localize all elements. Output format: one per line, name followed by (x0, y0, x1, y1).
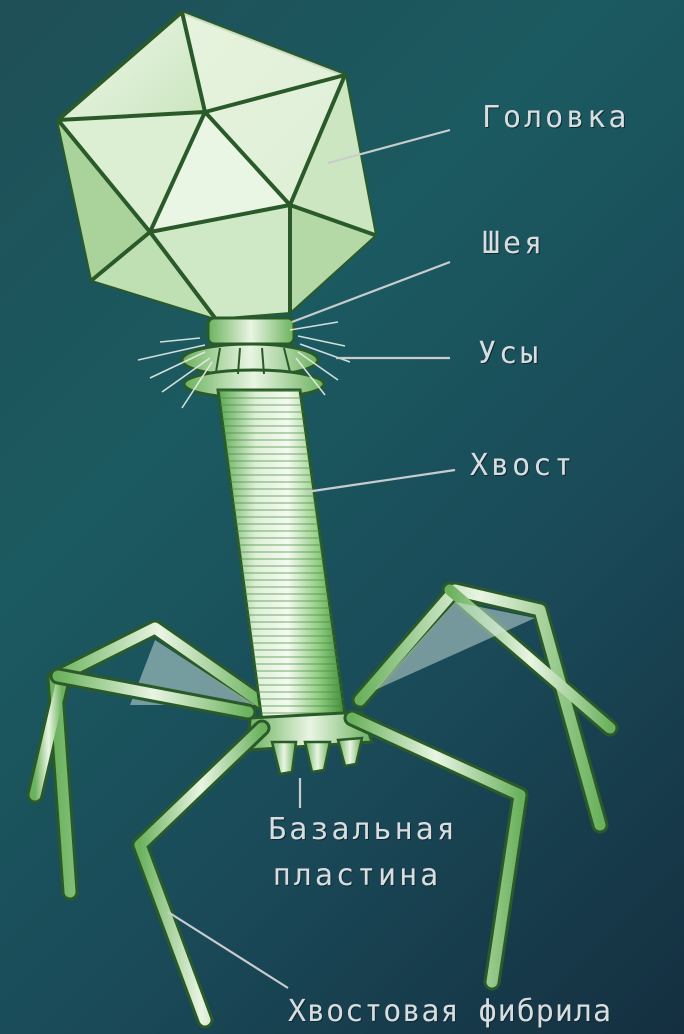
label-tail-fiber: Хвостовая фибрила (288, 994, 612, 1029)
pointer-tail (306, 470, 455, 492)
capsid-head (58, 12, 375, 318)
label-neck: Шея (482, 226, 545, 261)
label-baseplate-line1: Базальная (258, 812, 468, 847)
tail-sheath (218, 390, 345, 722)
label-head: Головка (482, 100, 629, 135)
label-tail: Хвост (470, 448, 575, 483)
label-whiskers: Усы (478, 336, 541, 371)
label-baseplate-line2: пластина (262, 858, 452, 893)
neck-collar (182, 318, 324, 398)
